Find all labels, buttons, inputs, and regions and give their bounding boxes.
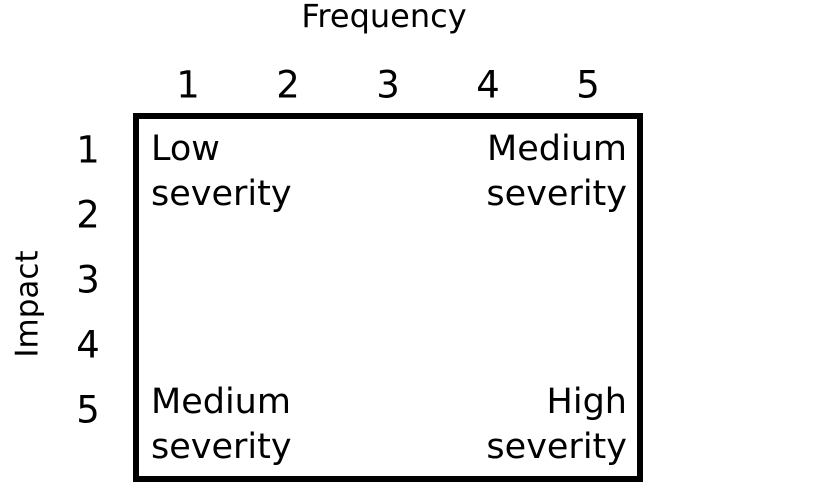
y-tick-3: 3 — [76, 258, 100, 302]
y-tick-5: 5 — [76, 388, 100, 432]
quadrant-label-high-severity: High severity — [486, 380, 627, 470]
quadrant-label-line: severity — [486, 174, 627, 214]
y-axis-title: Impact — [9, 250, 46, 358]
x-tick-5: 5 — [576, 63, 600, 107]
y-tick-4: 4 — [76, 323, 100, 367]
matrix-box — [133, 113, 643, 482]
quadrant-label-line: Medium — [487, 129, 627, 169]
x-tick-3: 3 — [376, 63, 400, 107]
quadrant-label-line: severity — [151, 427, 292, 467]
quadrant-label-low-severity: Low severity — [151, 127, 292, 217]
quadrant-label-medium-severity-top: Medium severity — [486, 127, 627, 217]
y-tick-2: 2 — [76, 193, 100, 237]
quadrant-label-line: Low — [151, 129, 220, 169]
quadrant-label-line: Medium — [151, 382, 291, 422]
quadrant-label-medium-severity-bottom: Medium severity — [151, 380, 292, 470]
quadrant-label-line: severity — [151, 174, 292, 214]
quadrant-label-line: severity — [486, 427, 627, 467]
x-axis-title: Frequency — [301, 0, 467, 35]
quadrant-label-line: High — [546, 382, 627, 422]
x-tick-1: 1 — [176, 63, 200, 107]
x-tick-4: 4 — [476, 63, 500, 107]
y-tick-1: 1 — [76, 128, 100, 172]
x-tick-2: 2 — [276, 63, 300, 107]
